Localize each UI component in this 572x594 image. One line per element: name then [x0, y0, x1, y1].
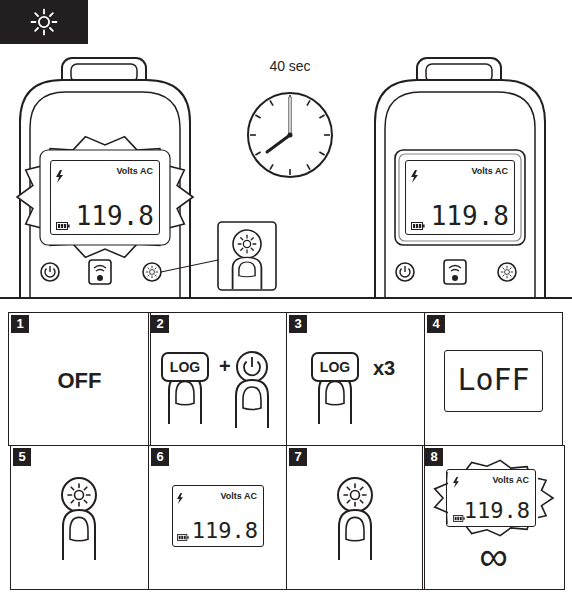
step-number: 3: [289, 315, 307, 333]
lcd-display: Volts AC 119.8: [50, 160, 160, 235]
clock: [248, 93, 332, 177]
step-cell: 6Volts AC 119.8: [148, 445, 287, 590]
lcd-display: Volts AC 119.8: [446, 469, 536, 527]
clock-tick: [255, 115, 260, 118]
clock-tick: [255, 152, 260, 155]
step-number: 5: [13, 448, 31, 466]
step-number: 2: [151, 315, 169, 333]
reading: 119.8: [192, 519, 258, 543]
clock-tick: [324, 134, 330, 136]
clock-tick: [307, 164, 310, 169]
step-number: 8: [425, 448, 443, 466]
step-number: 1: [11, 315, 29, 333]
step-cell: 7: [286, 445, 425, 590]
meter-unlit: [375, 58, 545, 298]
step-number: 6: [151, 448, 169, 466]
step-cell: 8 ∞ Volts AC 119.8: [422, 445, 565, 590]
clock-tick: [289, 169, 291, 175]
clock-tick: [270, 100, 273, 105]
display-text: LoFF: [445, 363, 542, 396]
meter-lit: [17, 58, 193, 298]
step-cell: 3 x3 LOG: [286, 312, 425, 446]
unit-label: Volts AC: [220, 491, 257, 501]
time-label: 40 sec: [230, 58, 350, 74]
clock-tick: [270, 164, 273, 169]
unit-label: Volts AC: [116, 166, 153, 176]
step-art: [62, 352, 553, 560]
log-button: LOG: [161, 352, 209, 382]
step-cell: 5: [10, 445, 149, 590]
unit-label: Volts AC: [471, 166, 508, 176]
plus-sign: +: [219, 355, 231, 378]
button-callout: [161, 222, 276, 290]
lcd-display: Volts AC 119.8: [172, 485, 264, 547]
clock-tick: [319, 115, 324, 118]
lcd-display: LoFF: [444, 350, 543, 412]
clock-tick: [319, 152, 324, 155]
separator: [0, 297, 572, 299]
step-number: 4: [427, 315, 445, 333]
step-text: OFF: [9, 368, 150, 394]
reading: 119.8: [76, 202, 154, 231]
unit-label: Volts AC: [492, 475, 529, 485]
reading: 119.8: [431, 202, 509, 231]
step-cell: 2 + LOG: [148, 312, 287, 446]
backlight-badge: [0, 0, 88, 44]
button-label: LOG: [163, 359, 207, 375]
clock-tick: [250, 134, 256, 136]
infinity-symbol: ∞: [423, 536, 564, 576]
clock-tick: [307, 100, 310, 105]
light-burst: [17, 137, 193, 258]
button-label: LOG: [313, 359, 357, 375]
step-cell: 4LoFF: [424, 312, 563, 446]
repeat-count: x3: [373, 357, 395, 380]
step-cell: 1OFF: [8, 312, 151, 446]
log-button: LOG: [311, 352, 359, 382]
lcd-display: Volts AC 119.8: [405, 160, 515, 235]
step-number: 7: [289, 448, 307, 466]
reading: 119.8: [464, 499, 530, 523]
